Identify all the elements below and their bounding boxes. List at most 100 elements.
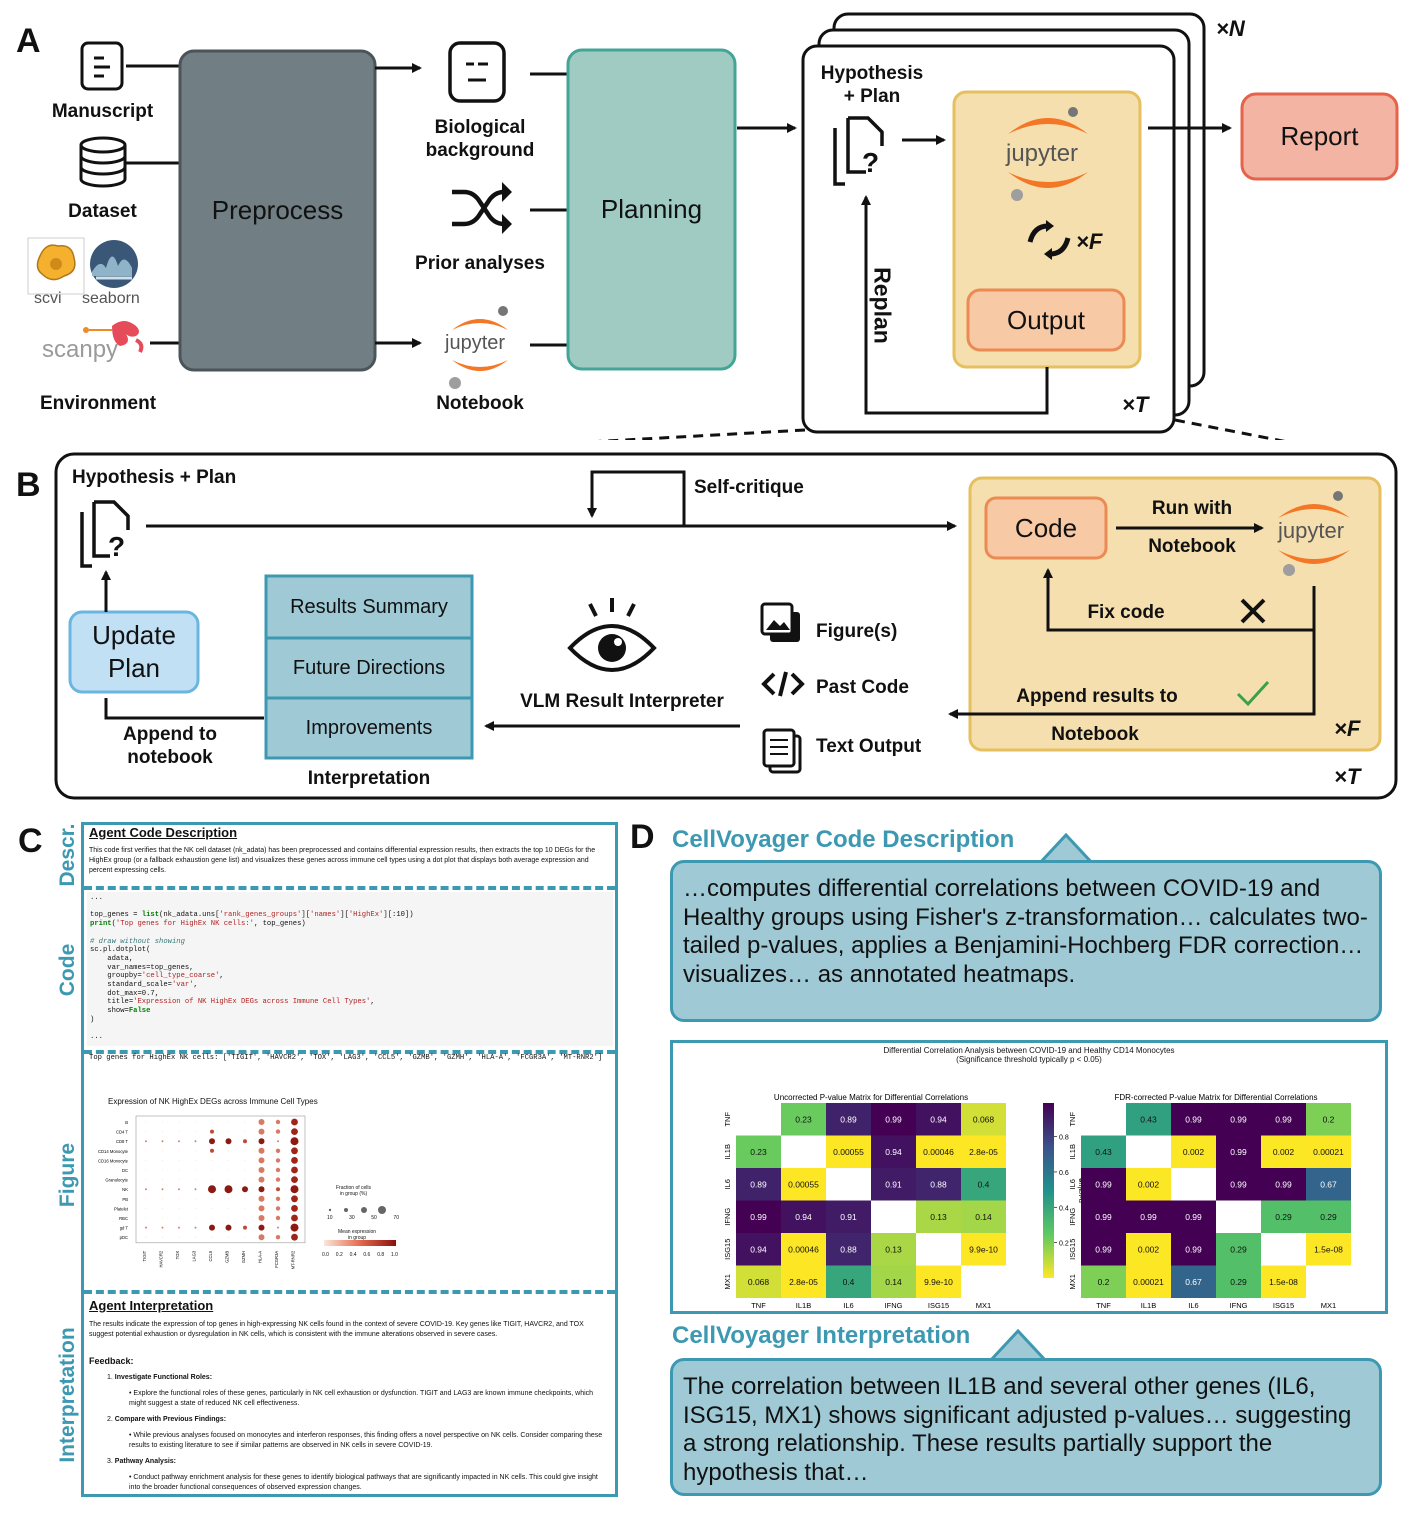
- heatmap-cell: [1171, 1265, 1216, 1298]
- past-code-label: Past Code: [816, 677, 909, 698]
- panel-a-graphics: ?: [27, 12, 1399, 440]
- dotplot-dot: [243, 1139, 247, 1144]
- heatmap-cell-empty: [826, 1168, 871, 1201]
- heatmap-cell-label: 0.91: [840, 1212, 857, 1222]
- dotplot-dot: [244, 1217, 246, 1219]
- dotplot-dot: [228, 1121, 229, 1123]
- heatmap-cell: [781, 1233, 826, 1266]
- preprocess-box: Preprocess: [211, 195, 344, 225]
- scanpy-label: scanpy: [42, 336, 119, 363]
- heatmap-cell-empty: [1171, 1168, 1216, 1201]
- dotplot-dot: [291, 1128, 298, 1135]
- heatmap-cell-label: 0.99: [1275, 1179, 1292, 1189]
- heatmap-cell: [1126, 1168, 1171, 1201]
- heatmap-cell: [826, 1233, 871, 1266]
- dotplot-dot: [277, 1226, 279, 1229]
- item-title: Investigate Functional Roles:: [114, 1374, 213, 1381]
- hypothesis-document-icon: ?: [80, 500, 130, 568]
- heatmap-cell: [871, 1233, 916, 1266]
- heatmap-cell: [1081, 1265, 1126, 1298]
- dotplot-col-label: LAG3: [192, 1250, 197, 1261]
- dotplot-row-label: pDC: [120, 1235, 128, 1240]
- self-critique-label: Self-critique: [694, 477, 804, 498]
- dotplot-dot: [162, 1198, 163, 1200]
- code-cell: ... top_genes = list(nk_adata.uns['rank_…: [87, 892, 613, 1046]
- legend-frac-tick: 30: [349, 1215, 355, 1221]
- feedback-item: 2. Compare with Previous Findings:: [107, 1415, 609, 1425]
- dotplot-dot: [291, 1195, 298, 1203]
- heatmap-cell-label: 0.00046: [788, 1244, 819, 1254]
- heatmap-cell: [1261, 1200, 1306, 1233]
- hypothesis-plan-label: Hypothesis + Plan: [72, 467, 237, 488]
- heatmaps: Uncorrected P-value Matrix for Different…: [723, 1093, 1351, 1310]
- dotplot-dot: [291, 1166, 298, 1174]
- dotplot-dot: [178, 1179, 180, 1180]
- heatmap-cell-label: 0.99: [1185, 1212, 1202, 1222]
- heatmap-y-label: TNF: [723, 1112, 732, 1127]
- dotplot-dot: [195, 1208, 196, 1209]
- dotplot-row-label: CD16 Monocyte: [98, 1158, 129, 1163]
- heatmap-y-label: TNF: [1068, 1112, 1077, 1127]
- heatmap-cell-label: 0.99: [750, 1212, 767, 1222]
- dotplot-dot: [208, 1185, 216, 1194]
- panel-a-letter: A: [16, 22, 41, 60]
- dotplot-dot: [291, 1214, 298, 1222]
- dotplot-dot: [211, 1169, 213, 1171]
- heatmap-cell-label: 0.67: [1320, 1179, 1337, 1189]
- heatmap-cell: [1171, 1103, 1216, 1136]
- dotplot-dot: [195, 1160, 196, 1161]
- item-num: 2.: [107, 1416, 113, 1423]
- code-line: show=False: [90, 1007, 151, 1016]
- heatmap-cell: [1306, 1168, 1351, 1201]
- interp-text: The results indicate the expression of t…: [89, 1321, 584, 1338]
- heatmap-cell-label: 0.29: [1275, 1212, 1292, 1222]
- dotplot-dot: [275, 1119, 281, 1125]
- item-text: Conduct pathway enrichment analysis for …: [129, 1474, 598, 1491]
- callout-pointer: [1036, 832, 1096, 866]
- feedback-list: 1. Investigate Functional Roles: • Explo…: [89, 1373, 609, 1493]
- dotplot-dot: [194, 1226, 197, 1229]
- heatmap-cell: [871, 1103, 916, 1136]
- dotplot-row-label: gd T: [120, 1226, 129, 1231]
- heatmap-cell-label: 0.99: [1275, 1114, 1292, 1124]
- jupyter-logo-icon: [1278, 491, 1350, 576]
- dotplot-dot: [145, 1179, 147, 1180]
- heatmap-subtitle: (Significance threshold typically p < 0.…: [956, 1055, 1102, 1064]
- heatmap-cell: [1216, 1168, 1261, 1201]
- code-desc-title: CellVoyager Code Description: [672, 826, 1015, 853]
- dotplot-dot: [145, 1226, 147, 1229]
- heatmap-cell-empty: [1261, 1233, 1306, 1266]
- code-brackets-icon: [761, 671, 805, 697]
- heatmap-cell-label: 0.29: [1230, 1277, 1247, 1287]
- dotplot-dot: [291, 1176, 298, 1183]
- dotplot-dot: [178, 1236, 180, 1238]
- heatmap-cell-label: 9.9e-10: [924, 1277, 953, 1287]
- heatmap-x-label: TNF: [1096, 1301, 1111, 1310]
- dotplot-dot: [275, 1215, 281, 1221]
- dotplot-col-label: CCL5: [208, 1250, 213, 1261]
- heatmap-y-label: MX1: [723, 1274, 732, 1289]
- seaborn-label: seaborn: [82, 290, 140, 307]
- heatmap-cell-label: 0.94: [930, 1114, 947, 1124]
- heatmap-cell-label: 0.88: [930, 1179, 947, 1189]
- dotplot-dot: [275, 1129, 281, 1134]
- heatmap-cell-label: 0.67: [1185, 1277, 1202, 1287]
- legend-mean-tick: 0.4: [349, 1252, 357, 1258]
- heatmap-y-label: ISG15: [1068, 1239, 1077, 1260]
- heatmap-cell: [736, 1135, 781, 1168]
- heatmap-cell: [1216, 1103, 1261, 1136]
- dotplot-row-label: Granulocyte: [105, 1178, 128, 1183]
- heatmap-cell-label: 0.002: [1183, 1147, 1205, 1157]
- dotplot-col-label: HLA-A: [258, 1251, 263, 1264]
- heatmap-cell: [736, 1168, 781, 1201]
- code-lines: ... top_genes = list(nk_adata.uns['rank_…: [90, 894, 610, 1042]
- heatmap-cell-label: 0.002: [1138, 1244, 1160, 1254]
- dotplot-dot: [244, 1208, 246, 1209]
- dotplot-dot: [225, 1138, 232, 1145]
- interp-title-d: CellVoyager Interpretation: [672, 1322, 971, 1349]
- side-label-interpretation: Interpretation: [56, 1327, 79, 1463]
- heatmap-cell-label: 0.00046: [923, 1147, 954, 1157]
- heatmap-suptitle: Differential Correlation Analysis betwee…: [883, 1046, 1175, 1055]
